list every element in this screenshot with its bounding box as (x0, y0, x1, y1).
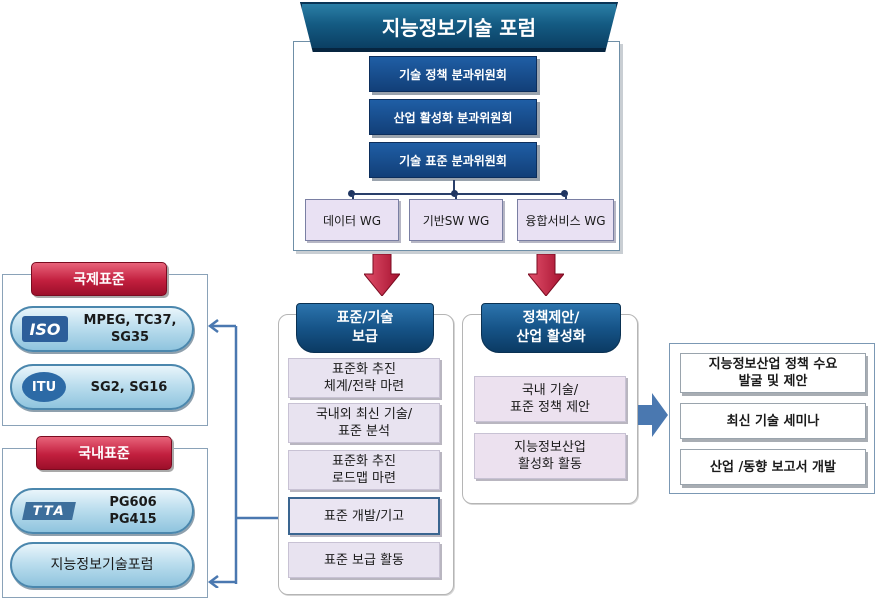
wg-data: 데이터 WG (305, 199, 399, 241)
forum-title: 지능정보기술 포럼 (381, 15, 537, 40)
tta-item-text: PG606 PG415 (74, 494, 192, 528)
itu-logo-icon: ITU (22, 372, 66, 402)
forum-item: 지능정보기술포럼 (10, 542, 194, 588)
itu-item: ITU SG2, SG16 (10, 364, 194, 410)
forum-item-text: 지능정보기술포럼 (50, 556, 154, 573)
standards-item-development: 표준 개발/기고 (288, 497, 440, 535)
iso-item-text: MPEG, TC37, SG35 (68, 312, 192, 346)
standards-item-dissemination: 표준 보급 활동 (288, 542, 440, 578)
standards-column-header: 표준/기술 보급 (296, 303, 434, 353)
connector-horizontal (351, 193, 565, 195)
item-line1: 표준화 추진 (332, 454, 396, 469)
policy-header-line2: 산업 활성화 (516, 329, 586, 345)
iso-logo-icon: ISO (22, 316, 68, 342)
item-line1: 국내 기술/ (521, 383, 579, 398)
down-arrow-icon (528, 254, 564, 296)
item-line1: 표준화 추진 (332, 362, 396, 377)
down-arrow-icon (364, 254, 400, 296)
committee-industry: 산업 활성화 분과위원회 (369, 99, 537, 135)
itu-item-text: SG2, SG16 (90, 379, 168, 395)
item-line2: 표준 분석 (338, 424, 390, 439)
wg-base-sw: 기반SW WG (409, 199, 503, 241)
connector-drop (455, 194, 457, 200)
item-line2: 로드맵 마련 (332, 471, 396, 486)
tta-groups-line1: PG606 (109, 495, 157, 510)
connector-vertical (453, 180, 455, 194)
output-line1: 최신 기술 세미나 (726, 413, 820, 429)
item-line2: 표준 정책 제안 (509, 400, 591, 415)
right-arrow-icon (638, 393, 668, 437)
output-line1: 산업 /동향 보고서 개발 (710, 459, 836, 475)
policy-column-header: 정책제안/ 산업 활성화 (481, 303, 621, 353)
item-line2: 활성화 활동 (518, 457, 582, 472)
international-standards-label: 국제표준 (31, 262, 167, 296)
item-line1: 표준 개발/기고 (323, 508, 405, 524)
domestic-standards-label: 국내표준 (36, 436, 172, 470)
wg-convergence-service: 융합서비스 WG (517, 199, 614, 241)
committee-policy: 기술 정책 분과위원회 (369, 56, 537, 92)
connector-dot (451, 190, 458, 197)
iso-item: ISO MPEG, TC37, SG35 (10, 306, 194, 352)
item-line1: 국내외 최신 기술/ (315, 407, 413, 422)
committee-standards: 기술 표준 분과위원회 (369, 142, 537, 178)
tta-logo-icon: TTA (22, 502, 76, 520)
connector-drop (565, 194, 567, 200)
policy-header-line1: 정책제안/ (522, 310, 580, 326)
output-seminar: 최신 기술 세미나 (680, 403, 866, 439)
standards-header-line2: 보급 (352, 329, 378, 345)
connector-dot (561, 190, 568, 197)
connector-dot (348, 190, 355, 197)
iso-groups-line1: MPEG, TC37, (83, 313, 177, 328)
output-line1: 지능정보산업 정책 수요 (708, 357, 838, 372)
tta-groups-line2: PG415 (109, 512, 157, 527)
standards-item-analysis: 국내외 최신 기술/표준 분석 (288, 403, 440, 443)
policy-item-proposal: 국내 기술/표준 정책 제안 (474, 376, 626, 422)
item-line1: 표준 보급 활동 (323, 552, 405, 568)
item-line2: 체계/전략 마련 (323, 379, 405, 394)
standards-header-line1: 표준/기술 (336, 310, 394, 326)
forum-title-banner: 지능정보기술 포럼 (300, 2, 618, 52)
tta-item: TTA PG606 PG415 (10, 488, 194, 534)
iso-groups-line2: SG35 (110, 330, 150, 345)
item-line1: 지능정보산업 (514, 440, 586, 455)
connector-drop (352, 194, 354, 200)
output-line2: 발굴 및 제안 (738, 374, 808, 389)
output-report: 산업 /동향 보고서 개발 (680, 449, 866, 485)
